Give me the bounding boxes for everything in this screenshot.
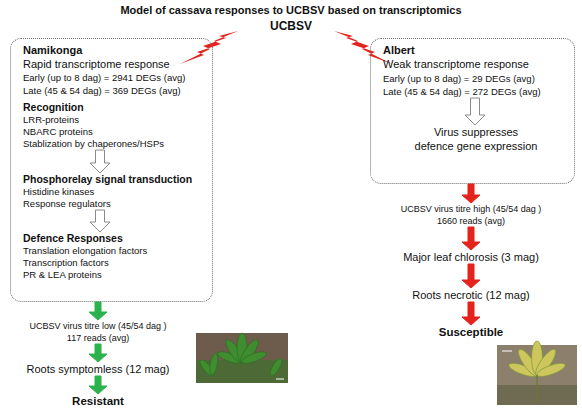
node-text: Late (45 & 54 dag) = 369 DEGs (avg) <box>23 84 200 97</box>
group-box: NamikongaRapid transcriptome responseEar… <box>10 38 213 302</box>
resistant-leaf-photo <box>196 333 288 383</box>
node-heading: Phosphorelay signal transduction <box>23 173 208 186</box>
text-block: Phosphorelay signal transductionHistidin… <box>23 173 208 210</box>
node-text: Translation elongation factors <box>23 245 208 257</box>
flow-arrow <box>89 344 107 362</box>
text-block: UCBSV virus titre low (45/54 dag )117 re… <box>10 320 186 344</box>
node-heading: Albert <box>383 43 562 57</box>
node-text: LRR-proteins <box>23 114 208 126</box>
text-block: RecognitionLRR-proteinsNBARC proteinsSta… <box>23 101 208 150</box>
node-text: Late (45 & 54 dag) = 272 DEGs (avg) <box>383 85 568 98</box>
text-block: Resistant <box>63 394 133 409</box>
flow-arrow <box>462 302 480 325</box>
node-heading: Roots necrotic (12 mag) <box>386 288 556 302</box>
node-heading: Namikonga <box>23 43 200 57</box>
flow-arrow <box>89 376 107 394</box>
node-heading: Susceptible <box>431 325 511 340</box>
node-heading: UCBSV virus titre low (45/54 dag ) <box>10 320 186 332</box>
flow-arrow <box>462 184 480 203</box>
node-heading: Major leaf chlorosis (3 mag) <box>386 250 556 264</box>
node-text: Rapid transcriptome response <box>23 57 200 71</box>
node-text: Histidine kinases <box>23 186 208 198</box>
lightning-bolt <box>180 31 238 64</box>
diagram-title: Model of cassava responses to UCBSV base… <box>0 3 582 17</box>
node-text: PR & LEA proteins <box>23 269 208 281</box>
node-text: Early (up to 8 dag) = 2941 DEGs (avg) <box>23 71 200 84</box>
text-block: Major leaf chlorosis (3 mag) <box>386 250 556 264</box>
node-text: NBARC proteins <box>23 126 208 138</box>
text-block: Early (up to 8 dag) = 29 DEGs (avg)Late … <box>383 72 568 98</box>
susceptible-leaf-photo <box>497 341 577 405</box>
node-text: Weak transcriptome response <box>383 57 562 71</box>
node-heading: Defence Responses <box>23 232 208 245</box>
text-block: UCBSV virus titre high (45/54 dag )1660 … <box>386 203 556 227</box>
text-block: Defence ResponsesTranslation elongation … <box>23 232 208 281</box>
flow-arrow <box>465 98 485 125</box>
flow-arrow <box>90 210 110 232</box>
node-heading: Recognition <box>23 101 208 114</box>
text-block: Susceptible <box>431 325 511 340</box>
node-text: 117 reads (avg) <box>10 332 186 344</box>
virus-label: UCBSV <box>0 19 582 34</box>
flow-arrow <box>462 264 480 288</box>
text-block: Roots necrotic (12 mag) <box>386 288 556 302</box>
node-heading: Early (up to 8 dag) = 29 DEGs (avg) <box>383 72 568 85</box>
node-heading: Roots symptomless (12 mag) <box>13 362 183 376</box>
node-text: 1660 reads (avg) <box>386 215 556 227</box>
flow-arrow <box>89 302 107 320</box>
node-text: Transcription factors <box>23 257 208 269</box>
node-heading: UCBSV virus titre high (45/54 dag ) <box>386 203 556 215</box>
node-heading: Virus suppresses defence gene expression <box>414 125 539 153</box>
node-heading: Resistant <box>63 394 133 409</box>
flow-arrow <box>462 227 480 250</box>
flow-arrow <box>90 150 110 173</box>
node-text: Response regulators <box>23 198 208 210</box>
text-block: Virus suppresses defence gene expression <box>414 125 539 153</box>
text-block: Roots symptomless (12 mag) <box>13 362 183 376</box>
node-text: Stablization by chaperones/HSPs <box>23 138 208 150</box>
